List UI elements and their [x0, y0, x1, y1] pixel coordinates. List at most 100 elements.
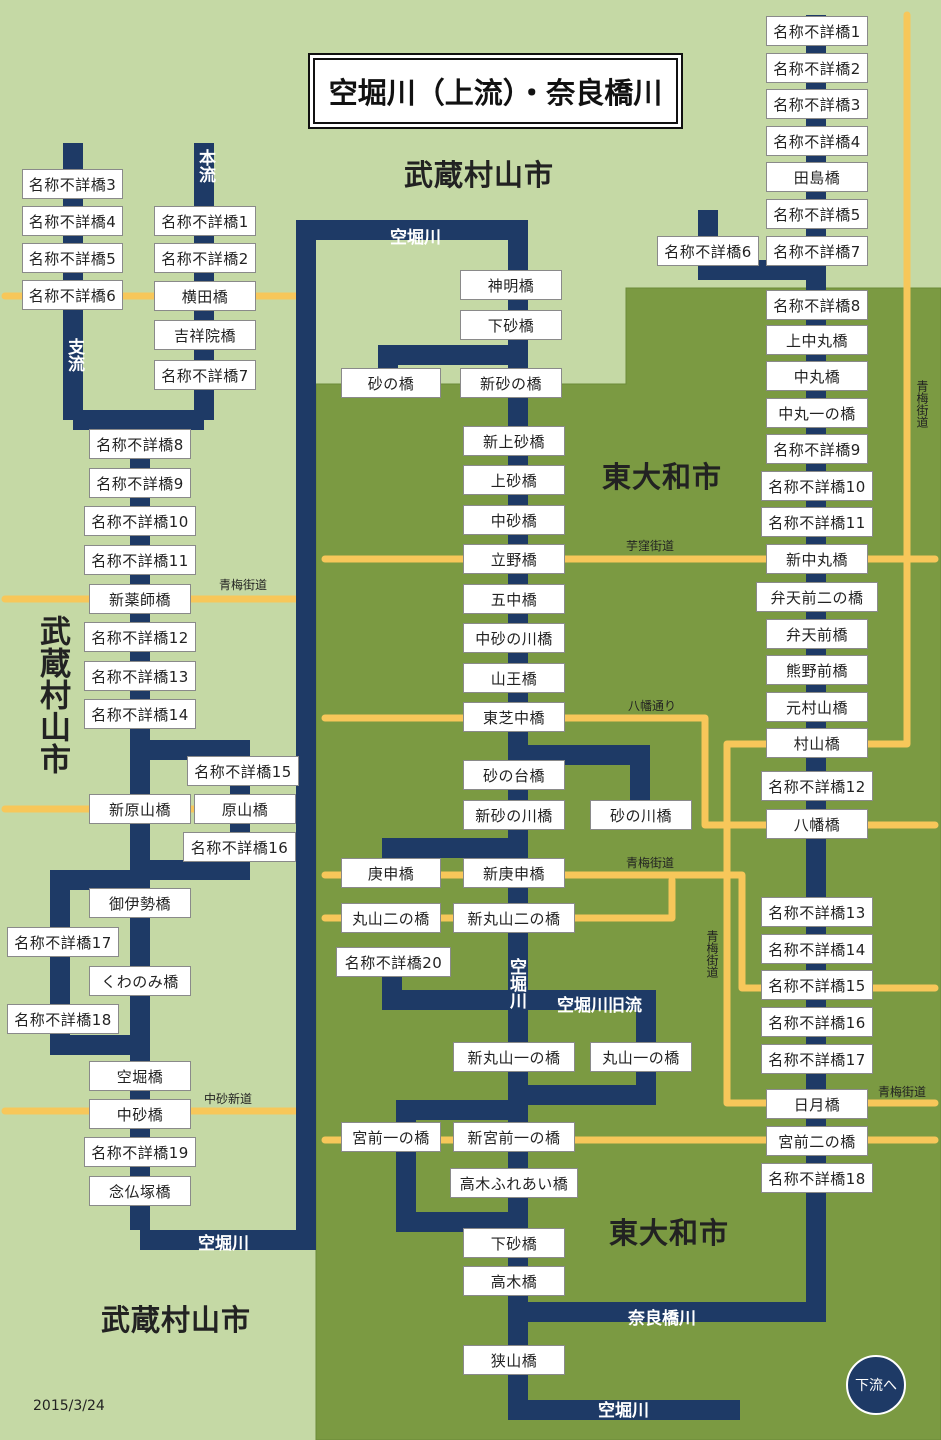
bridge-label[interactable]: 名称不詳橋12 [761, 771, 873, 801]
bridge-label[interactable]: 丸山一の橋 [590, 1042, 692, 1072]
bridge-label[interactable]: 名称不詳橋18 [7, 1004, 119, 1034]
bridge-label[interactable]: 名称不詳橋4 [766, 126, 868, 156]
bridge-label[interactable]: 砂の川橋 [590, 800, 692, 830]
bridge-label[interactable]: 中砂橋 [463, 505, 565, 535]
bridge-label[interactable]: 新丸山一の橋 [453, 1042, 575, 1072]
bridge-label[interactable]: 原山橋 [194, 794, 296, 824]
bridge-label[interactable]: 名称不詳橋5 [22, 243, 123, 273]
bridge-label[interactable]: 山王橋 [463, 663, 565, 693]
bridge-label[interactable]: 名称不詳橋14 [84, 699, 196, 729]
bridge-label[interactable]: 下砂橋 [463, 1228, 565, 1258]
bridge-label[interactable]: 立野橋 [463, 544, 565, 574]
bridge-label[interactable]: 名称不詳橋1 [154, 206, 256, 236]
bridge-label[interactable]: 上砂橋 [463, 465, 565, 495]
bridge-label[interactable]: 名称不詳橋13 [84, 661, 196, 691]
bridge-label[interactable]: 上中丸橋 [766, 325, 868, 355]
city-label-higashiyamato-lower: 東大和市 [609, 1216, 730, 1250]
bridge-label[interactable]: 中砂の川橋 [463, 623, 565, 653]
river-label-karabori-left: 空堀川 [198, 1234, 249, 1254]
bridge-label[interactable]: 新薬師橋 [89, 584, 191, 614]
road-label-ome-mid: 青梅街道 [626, 856, 675, 870]
bridge-label[interactable]: 名称不詳橋6 [22, 280, 123, 310]
bridge-label[interactable]: 中丸一の橋 [766, 398, 868, 428]
bridge-label[interactable]: 元村山橋 [766, 692, 868, 722]
bridge-label[interactable]: 田島橋 [766, 162, 868, 192]
bridge-label[interactable]: 名称不詳橋1 [766, 16, 868, 46]
bridge-label[interactable]: 横田橋 [154, 281, 256, 311]
bridge-label[interactable]: 名称不詳橋15 [761, 970, 873, 1000]
downstream-button[interactable]: 下流へ [846, 1355, 906, 1415]
bridge-label[interactable]: 名称不詳橋20 [336, 947, 451, 977]
bridge-label[interactable]: 名称不詳橋6 [657, 236, 759, 266]
bridge-label[interactable]: 名称不詳橋7 [766, 236, 868, 266]
bridge-label[interactable]: 名称不詳橋9 [766, 434, 868, 464]
river-label-karabori-bottom: 空堀川 [598, 1401, 649, 1421]
bridge-label[interactable]: 弁天前橋 [766, 619, 868, 649]
city-label-musashimurayama-top: 武蔵村山市 [404, 158, 555, 192]
bridge-label[interactable]: 吉祥院橋 [154, 320, 256, 350]
bridge-label[interactable]: くわのみ橋 [89, 966, 191, 996]
road-label-ome-vertical-right: 青梅街道 [915, 380, 929, 428]
bridge-label[interactable]: 八幡橋 [766, 809, 868, 839]
bridge-label[interactable]: 中砂橋 [89, 1099, 191, 1129]
bridge-label[interactable]: 丸山二の橋 [341, 903, 441, 933]
bridge-label[interactable]: 日月橋 [766, 1089, 868, 1119]
bridge-label[interactable]: 名称不詳橋5 [766, 199, 868, 229]
bridge-label[interactable]: 名称不詳橋16 [183, 832, 296, 862]
bridge-label[interactable]: 名称不詳橋2 [154, 243, 256, 273]
bridge-label[interactable]: 名称不詳橋10 [84, 506, 196, 536]
bridge-label[interactable]: 名称不詳橋2 [766, 53, 868, 83]
bridge-label[interactable]: 宮前二の橋 [766, 1126, 868, 1156]
bridge-label[interactable]: 新上砂橋 [463, 426, 565, 456]
bridge-label[interactable]: 弁天前二の橋 [756, 582, 878, 612]
bridge-label[interactable]: 名称不詳橋9 [89, 468, 191, 498]
bridge-label[interactable]: 名称不詳橋3 [22, 169, 123, 199]
bridge-label[interactable]: 砂の橋 [341, 368, 441, 398]
bridge-label[interactable]: 高木ふれあい橋 [450, 1168, 578, 1198]
bridge-label[interactable]: 村山橋 [766, 728, 868, 758]
bridge-label[interactable]: 名称不詳橋13 [761, 897, 873, 927]
bridge-label[interactable]: 中丸橋 [766, 361, 868, 391]
bridge-label[interactable]: 庚申橋 [341, 858, 441, 888]
bridge-label[interactable]: 名称不詳橋17 [761, 1044, 873, 1074]
bridge-label[interactable]: 名称不詳橋15 [187, 756, 299, 786]
bridge-label[interactable]: 名称不詳橋11 [84, 545, 196, 575]
bridge-label[interactable]: 熊野前橋 [766, 655, 868, 685]
bridge-label[interactable]: 五中橋 [463, 584, 565, 614]
bridge-label[interactable]: 名称不詳橋11 [761, 507, 873, 537]
bridge-label[interactable]: 名称不詳橋4 [22, 206, 123, 236]
bridge-label[interactable]: 新砂の川橋 [463, 800, 565, 830]
bridge-label[interactable]: 名称不詳橋18 [761, 1163, 873, 1193]
bridge-label[interactable]: 高木橋 [463, 1266, 565, 1296]
bridge-label[interactable]: 新原山橋 [89, 794, 191, 824]
bridge-label[interactable]: 新丸山二の橋 [453, 903, 575, 933]
bridge-label[interactable]: 名称不詳橋8 [766, 290, 868, 320]
bridge-label[interactable]: 名称不詳橋7 [154, 360, 256, 390]
bridge-label[interactable]: 宮前一の橋 [341, 1122, 441, 1152]
bridge-label[interactable]: 名称不詳橋19 [84, 1137, 196, 1167]
bridge-label[interactable]: 新庚申橋 [463, 858, 565, 888]
river-label-shiryu: 支流 [64, 338, 84, 372]
bridge-label[interactable]: 名称不詳橋14 [761, 934, 873, 964]
bridge-label[interactable]: 名称不詳橋10 [761, 471, 873, 501]
bridge-label[interactable]: 名称不詳橋12 [84, 622, 196, 652]
bridge-label[interactable]: 名称不詳橋17 [7, 927, 119, 957]
bridge-label[interactable]: 砂の台橋 [463, 760, 565, 790]
bridge-label[interactable]: 新中丸橋 [766, 544, 868, 574]
bridge-label[interactable]: 神明橋 [460, 270, 562, 300]
bridge-label[interactable]: 新宮前一の橋 [453, 1122, 575, 1152]
bridge-label[interactable]: 狭山橋 [463, 1345, 565, 1375]
map-title: 空堀川（上流）・奈良橋川 [313, 58, 678, 124]
bridge-label[interactable]: 名称不詳橋8 [89, 429, 191, 459]
bridge-label[interactable]: 下砂橋 [460, 310, 562, 340]
bridge-label[interactable]: 御伊勢橋 [89, 888, 191, 918]
road-label-ome-left: 青梅街道 [219, 578, 268, 592]
bridge-label[interactable]: 名称不詳橋3 [766, 89, 868, 119]
bridge-label[interactable]: 空堀橋 [89, 1061, 191, 1091]
date-label: 2015/3/24 [33, 1398, 105, 1414]
bridge-label[interactable]: 名称不詳橋16 [761, 1007, 873, 1037]
bridge-label[interactable]: 新砂の橋 [460, 368, 562, 398]
bridge-label[interactable]: 東芝中橋 [463, 702, 565, 732]
bridge-label[interactable]: 念仏塚橋 [89, 1176, 191, 1206]
